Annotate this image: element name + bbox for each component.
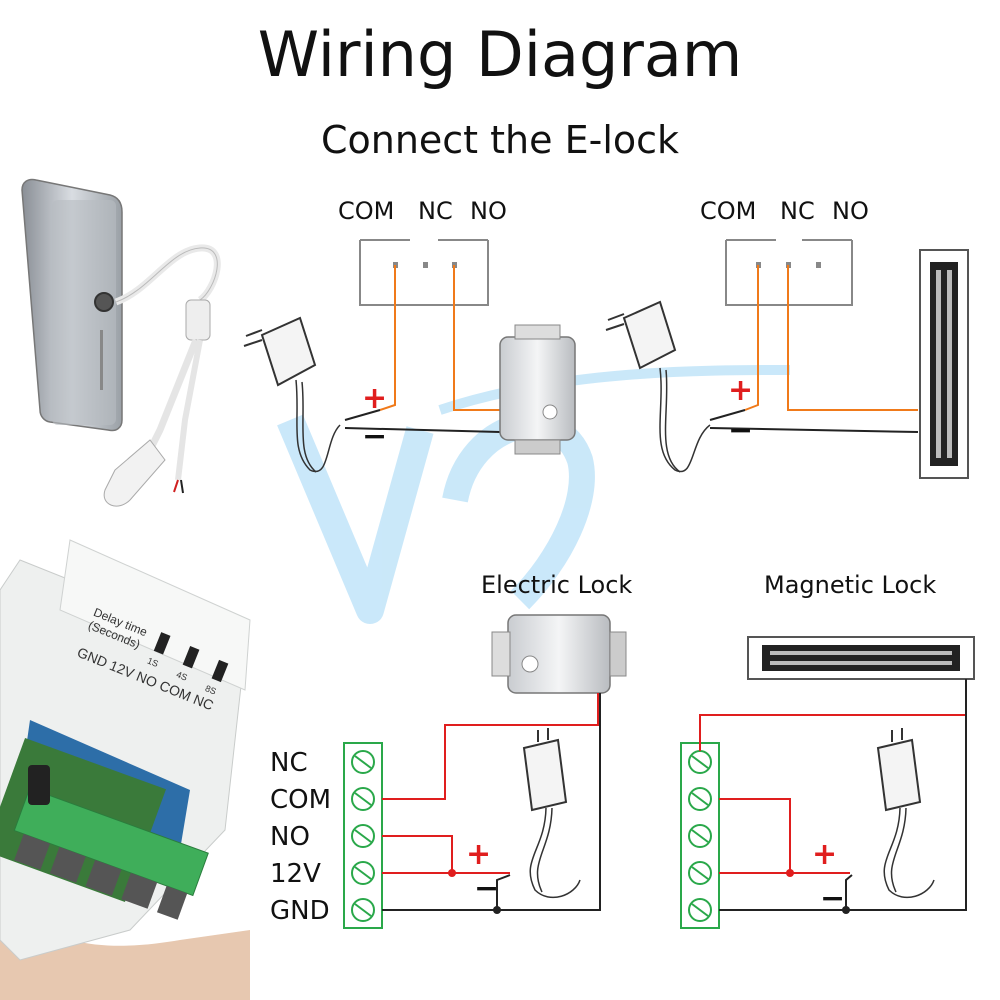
power-adapter-icon: [243, 316, 341, 473]
electric-lock-icon: [491, 614, 627, 694]
page-subtitle: Connect the E-lock: [320, 118, 680, 162]
top-right-nc-label: NC: [780, 197, 815, 225]
board-label-no: NO: [270, 822, 310, 852]
magnetic-lock-icon: [747, 636, 975, 680]
electric-lock-icon: [499, 324, 576, 455]
magnetic-lock-icon: [919, 249, 969, 479]
bottom-left-minus: −: [474, 871, 499, 906]
power-adapter-icon: [876, 728, 935, 899]
page-title: Wiring Diagram: [257, 18, 743, 91]
bottom-left-plus: +: [466, 837, 491, 872]
top-right-relay-diagram: COM NC NO + −: [605, 197, 969, 479]
top-left-relay-diagram: COM NC NO + −: [243, 197, 576, 473]
bottom-right-minus: −: [820, 881, 845, 916]
top-right-plus: +: [728, 373, 753, 408]
top-left-no-label: NO: [470, 197, 507, 225]
top-right-minus: −: [728, 413, 753, 448]
top-left-com-label: COM: [338, 197, 394, 225]
board-label-com: COM: [270, 785, 331, 815]
bottom-right-board-diagram: Magnetic Lock + −: [680, 571, 975, 929]
power-adapter-icon: [522, 728, 581, 899]
top-right-com-label: COM: [700, 197, 756, 225]
relay-module-image: Delay time (Seconds) 1S 4S 8S GND 12V NO…: [0, 539, 251, 1000]
top-left-minus: −: [362, 419, 387, 454]
watermark-logo: [277, 365, 791, 624]
module-delay-1: 1S: [146, 656, 160, 669]
top-right-no-label: NO: [832, 197, 869, 225]
electric-lock-label: Electric Lock: [481, 571, 632, 599]
board-label-nc: NC: [270, 748, 308, 778]
doorbell-camera-image: [21, 178, 221, 507]
bottom-right-plus: +: [812, 837, 837, 872]
terminal-block: [680, 742, 720, 929]
terminal-block: [343, 742, 383, 929]
board-label-gnd: GND: [270, 896, 330, 926]
bottom-left-board-diagram: Electric Lock NC COM NO 12V GND + −: [270, 571, 632, 929]
module-delay-2: 4S: [175, 669, 189, 682]
top-left-plus: +: [362, 381, 387, 416]
top-left-nc-label: NC: [418, 197, 453, 225]
module-delay-3: 8S: [204, 683, 218, 696]
magnetic-lock-label: Magnetic Lock: [764, 571, 936, 599]
power-adapter-icon: [605, 300, 711, 473]
board-label-12v: 12V: [270, 859, 321, 889]
